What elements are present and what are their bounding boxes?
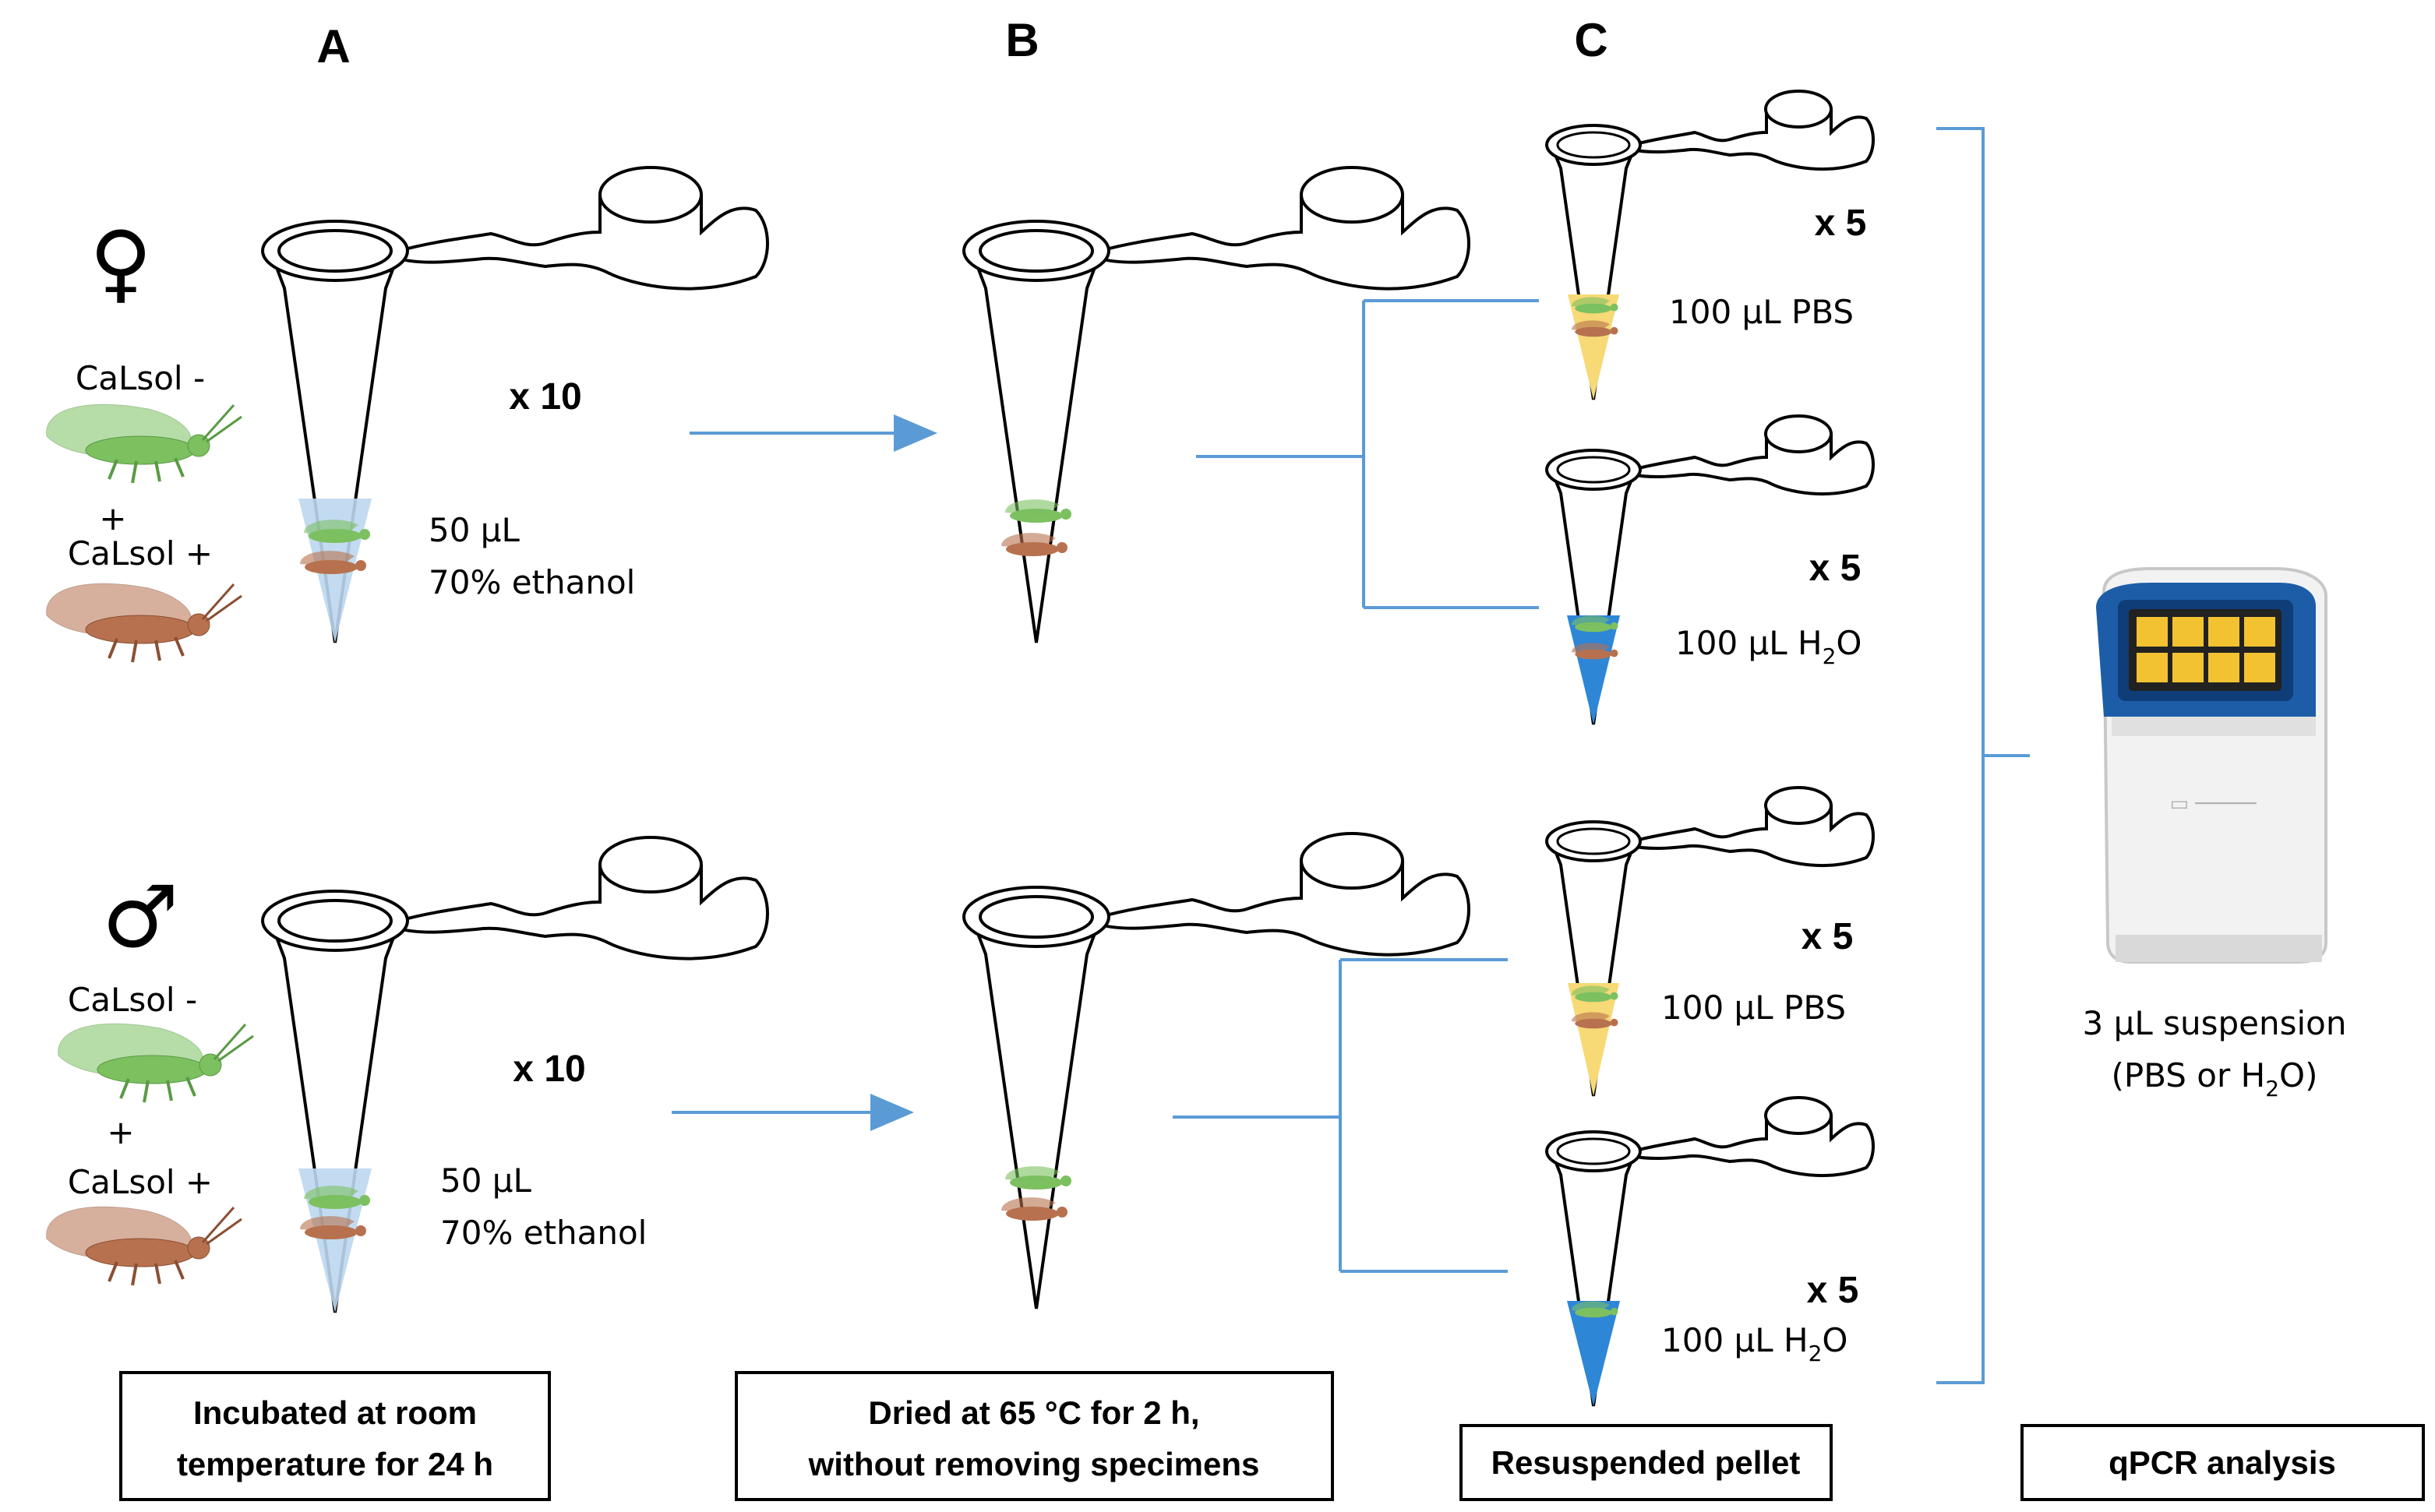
- column-label-c: C: [1574, 14, 1607, 66]
- tube-c-water-1: [1545, 414, 1875, 726]
- male-plus-sign: +: [107, 1113, 134, 1151]
- multiplier-c-1: x 5: [1815, 203, 1867, 244]
- female-plus-sign: +: [99, 499, 126, 537]
- bracket-female-split: [1196, 299, 1539, 609]
- tube-c-pbs-2: [1545, 786, 1875, 1098]
- bracket-to-qpcr: [1936, 127, 2030, 1384]
- male-symbol: ♂: [102, 867, 179, 967]
- label-c-4: 100 μL H2O: [1661, 1321, 1847, 1366]
- column-label-b: B: [1005, 14, 1039, 66]
- qpcr-suspension-label: (PBS or H2O): [2112, 1056, 2318, 1101]
- multiplier-c-3: x 5: [1802, 916, 1854, 957]
- label-c-1: 100 μL PBS: [1669, 293, 1854, 331]
- tube-a-male: [261, 836, 769, 1314]
- step-box-b: Dried at 65 °C for 2 h, without removing…: [735, 1371, 1334, 1501]
- green-psyllid-icon: [44, 403, 243, 485]
- label-c-3: 100 μL PBS: [1661, 989, 1846, 1027]
- multiplier-c-4: x 5: [1807, 1270, 1859, 1311]
- brown-psyllid-icon: [44, 1205, 243, 1287]
- step-box-d: qPCR analysis: [2020, 1424, 2425, 1501]
- female-calsol-positive-label: CaLsol +: [68, 534, 213, 573]
- step-a-line1: Incubated at room: [193, 1394, 477, 1431]
- female-solution: 70% ethanol: [429, 563, 635, 601]
- female-multiplier: x 10: [509, 376, 581, 418]
- male-solution: 70% ethanol: [440, 1214, 647, 1252]
- female-calsol-negative-label: CaLsol -: [76, 359, 205, 397]
- qpcr-instrument-icon: ▭ ─────: [2096, 567, 2327, 964]
- column-label-a: A: [316, 20, 350, 72]
- male-multiplier: x 10: [513, 1049, 585, 1090]
- bracket-male-split: [1173, 958, 1508, 1273]
- tube-c-water-2: [1545, 1096, 1875, 1408]
- tube-a-female: [261, 166, 769, 644]
- female-symbol: ♀: [90, 213, 153, 312]
- male-calsol-negative-label: CaLsol -: [68, 981, 197, 1019]
- brown-psyllid-icon: [44, 582, 243, 664]
- tube-c-pbs-1: [1545, 90, 1875, 401]
- female-volume: 50 μL: [429, 511, 521, 549]
- step-b-line1: Dried at 65 °C for 2 h,: [868, 1394, 1199, 1431]
- male-calsol-positive-label: CaLsol +: [68, 1163, 213, 1201]
- step-b-line2: without removing specimens: [808, 1446, 1260, 1482]
- label-c-2: 100 μL H2O: [1675, 624, 1862, 669]
- tube-b-female: [962, 166, 1470, 644]
- step-d-label: qPCR analysis: [2109, 1444, 2336, 1481]
- qpcr-volume-label: 3 μL suspension: [2083, 1004, 2347, 1042]
- step-a-line2: temperature for 24 h: [177, 1446, 493, 1482]
- tube-b-male: [962, 832, 1470, 1310]
- step-c-label: Resuspended pellet: [1491, 1444, 1801, 1481]
- multiplier-c-2: x 5: [1809, 548, 1862, 589]
- step-box-a: Incubated at room temperature for 24 h: [119, 1371, 551, 1501]
- male-volume: 50 μL: [440, 1161, 532, 1200]
- step-box-c: Resuspended pellet: [1459, 1424, 1833, 1501]
- green-psyllid-icon: [56, 1022, 255, 1104]
- svg-text:▭ ─────: ▭ ─────: [2169, 792, 2256, 816]
